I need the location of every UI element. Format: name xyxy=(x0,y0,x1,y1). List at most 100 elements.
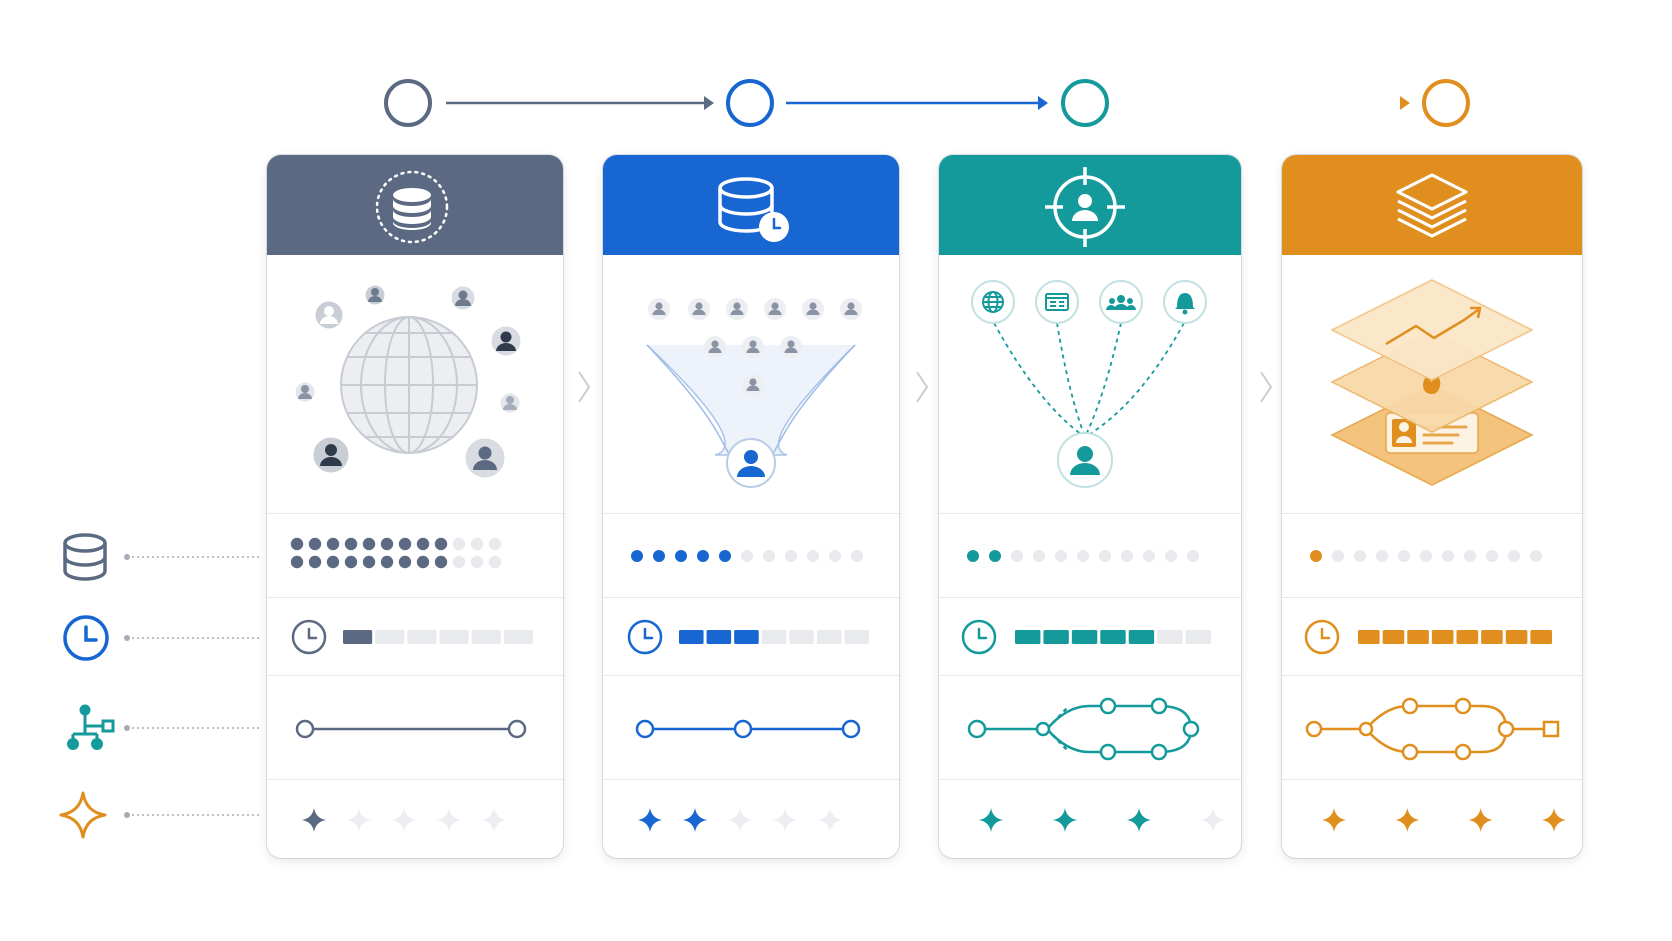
branching-loop-flow xyxy=(967,697,1200,761)
flow-row xyxy=(267,675,563,780)
volume-dot-filled xyxy=(308,537,322,551)
progress-segment-empty xyxy=(439,630,469,644)
volume-dot-filled xyxy=(290,555,304,569)
volume-dot-filled xyxy=(308,555,322,569)
progress-segment-filled xyxy=(706,630,732,644)
volume-dot-empty xyxy=(807,550,819,562)
database-clock-icon xyxy=(718,177,789,242)
volume-dot-filled xyxy=(398,555,412,569)
stage-card-header xyxy=(939,155,1241,255)
progress-segment-filled xyxy=(1382,630,1405,644)
user-funnel-illustration xyxy=(603,255,899,513)
chevron-right-icon xyxy=(916,371,929,403)
stage-card-header xyxy=(603,155,899,255)
rating-row xyxy=(267,779,563,858)
volume-dot-filled xyxy=(416,555,430,569)
volume-dot-empty xyxy=(452,555,466,569)
browser-channel-icon xyxy=(1035,280,1079,324)
progress-segment-filled xyxy=(343,630,373,644)
volume-dot-empty xyxy=(1077,550,1089,562)
globe-with-users-illustration xyxy=(267,255,563,513)
progress-segment-empty xyxy=(471,630,501,644)
volume-dot-empty xyxy=(452,537,466,551)
rating-star-empty xyxy=(1201,808,1225,832)
volume-dot-empty xyxy=(1055,550,1067,562)
chevron-right-icon xyxy=(578,371,591,403)
timeline-node-1 xyxy=(384,79,432,127)
target-user-avatar xyxy=(1057,432,1113,488)
globe-icon xyxy=(340,316,478,454)
volume-dot-empty xyxy=(851,550,863,562)
progress-segment-filled xyxy=(1530,630,1552,644)
volume-dot-empty xyxy=(1033,550,1045,562)
funnel-user-avatar xyxy=(688,298,710,320)
funnel-user-avatar xyxy=(764,298,786,320)
progress-segment-filled xyxy=(1407,630,1429,644)
database-dotted-ring-icon xyxy=(375,170,449,244)
clock-icon xyxy=(961,619,997,655)
clock-icon xyxy=(291,619,327,655)
rating-star-filled xyxy=(302,808,326,832)
progress-segment-filled xyxy=(1431,630,1454,644)
clock-icon xyxy=(627,619,663,655)
funnel-user-avatar xyxy=(742,336,764,358)
volume-dot-filled xyxy=(380,555,394,569)
funnel-user-avatar xyxy=(840,298,862,320)
volume-dot-empty xyxy=(1099,550,1111,562)
rating-star-empty xyxy=(818,808,842,832)
clock-icon xyxy=(63,615,109,661)
volume-dots-row xyxy=(939,513,1241,598)
volume-dot-filled xyxy=(434,537,448,551)
rating-row xyxy=(939,779,1241,858)
volume-dot-empty xyxy=(470,555,484,569)
volume-dot-filled xyxy=(434,555,448,569)
volume-dot-empty xyxy=(1143,550,1155,562)
volume-dot-empty xyxy=(1398,550,1410,562)
funnel-user-avatar xyxy=(726,298,748,320)
volume-dot-empty xyxy=(1121,550,1133,562)
flow-row xyxy=(1282,675,1582,780)
chevron-right-icon xyxy=(1260,371,1273,403)
rating-star-empty xyxy=(728,808,752,832)
volume-dots-row xyxy=(1282,513,1582,598)
branching-loop-terminal-flow xyxy=(1305,697,1560,761)
progress-segment-filled xyxy=(1128,630,1155,644)
volume-dot-empty xyxy=(829,550,841,562)
user-avatars xyxy=(292,282,524,481)
rating-row xyxy=(1282,779,1582,858)
stacked-profile-layers-illustration xyxy=(1282,255,1582,513)
time-progress-row xyxy=(267,597,563,676)
channel-connectors xyxy=(993,322,1185,438)
rating-star-empty xyxy=(437,808,461,832)
volume-dot-empty xyxy=(488,555,502,569)
volume-dot-empty xyxy=(741,550,753,562)
volume-dot-filled xyxy=(290,537,304,551)
funnel-user-avatar xyxy=(780,336,802,358)
progress-segment-filled xyxy=(1015,630,1041,644)
progress-segment-empty xyxy=(503,630,533,644)
timeline-node-2 xyxy=(726,79,774,127)
progress-segment-empty xyxy=(375,630,405,644)
flow-row xyxy=(939,675,1241,780)
volume-dot-empty xyxy=(785,550,797,562)
volume-dot-empty xyxy=(1486,550,1498,562)
profile-layer-bottom xyxy=(1330,384,1534,486)
funnel-user-avatar xyxy=(802,298,824,320)
volume-dot-empty xyxy=(1464,550,1476,562)
volume-dot-filled xyxy=(398,537,412,551)
stage-card-3 xyxy=(939,155,1241,858)
layers-icon xyxy=(1396,173,1468,238)
volume-dot-filled xyxy=(344,555,358,569)
stage-card-4 xyxy=(1282,155,1582,858)
rating-star-empty xyxy=(482,808,506,832)
volume-dot-filled xyxy=(1310,550,1322,562)
progress-segment-filled xyxy=(1481,630,1503,644)
volume-dot-filled xyxy=(380,537,394,551)
target-user-icon xyxy=(1045,167,1125,247)
trend-up-icon xyxy=(1385,308,1479,346)
rating-star-filled xyxy=(979,808,1003,832)
volume-dot-empty xyxy=(1420,550,1432,562)
progress-segment-filled xyxy=(1071,630,1098,644)
volume-dot-empty xyxy=(1165,550,1177,562)
volume-dots-row xyxy=(603,513,899,598)
